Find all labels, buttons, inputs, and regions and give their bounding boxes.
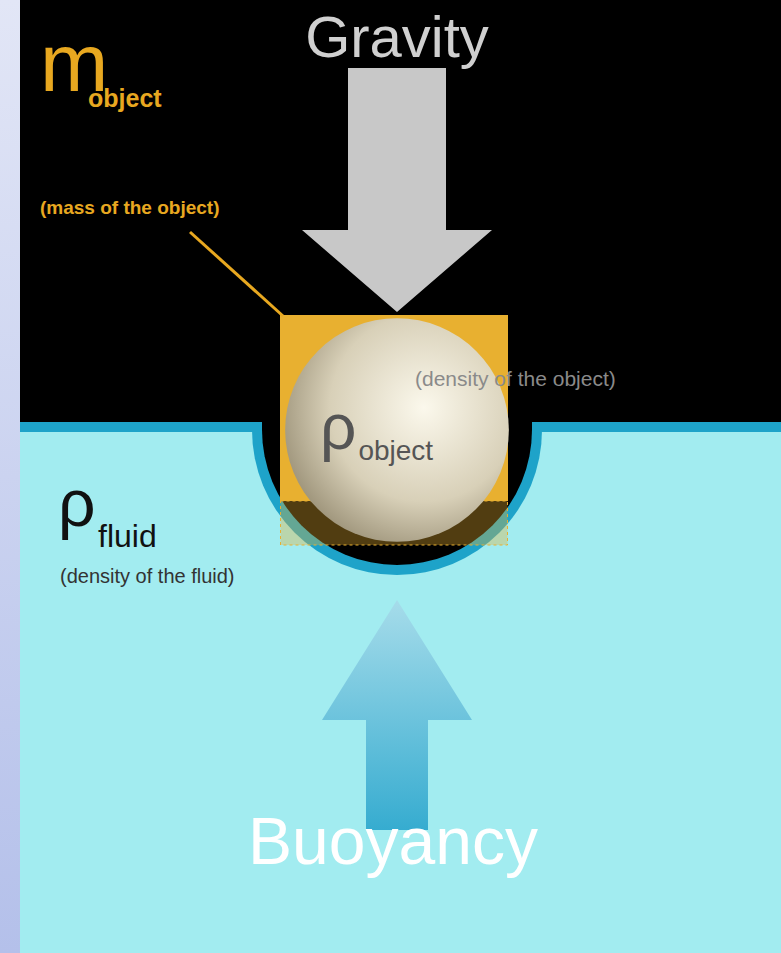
description-label: (density of the fluid) (60, 566, 235, 586)
leader-line (190, 232, 283, 316)
density-symbol: ρ (58, 470, 96, 536)
subscript-label: object (358, 437, 433, 465)
object-ball: ρobject (284, 317, 510, 543)
heading-label: Buoyancy (248, 808, 538, 874)
heading-label: Gravity (305, 8, 489, 66)
left-strip (0, 0, 20, 953)
description-label: (density of the object) (415, 368, 616, 389)
gravity-arrow (302, 68, 492, 312)
ball-shape (284, 317, 510, 543)
subscript-label: object (88, 86, 162, 111)
buoyancy-arrow (322, 600, 472, 830)
subscript-label: fluid (98, 520, 157, 552)
description-label: (mass of the object) (40, 198, 219, 217)
density-symbol: ρ (320, 395, 356, 459)
